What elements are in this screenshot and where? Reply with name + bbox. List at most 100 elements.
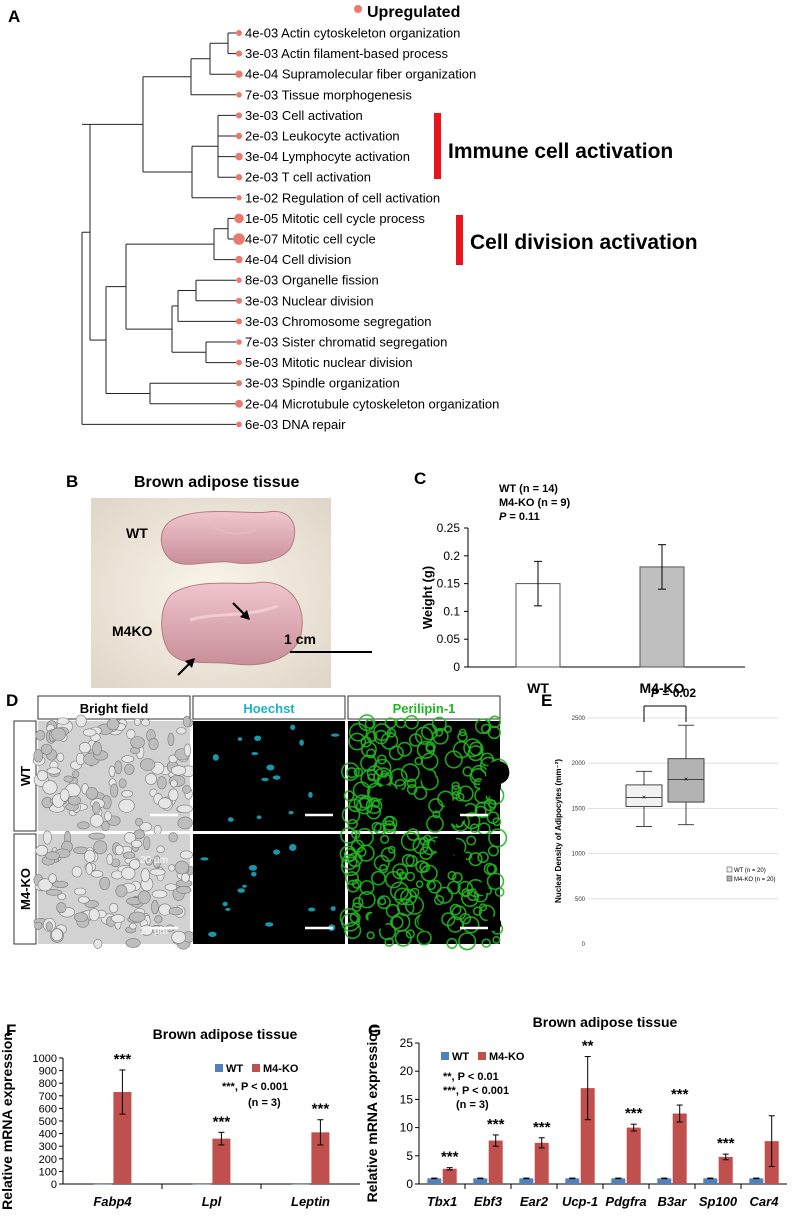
f-significance: *** xyxy=(213,1113,231,1130)
cell-blob xyxy=(140,718,151,727)
lipid-ring xyxy=(380,731,399,750)
lipid-ring xyxy=(427,879,442,894)
lipid-ring xyxy=(384,870,403,889)
g-bar-ko xyxy=(442,1168,457,1184)
go-term-label: Mitotic cell cycle xyxy=(278,232,376,247)
nucleus-dot xyxy=(265,922,274,927)
cell-blob xyxy=(183,743,192,757)
micro-tile-bg xyxy=(193,721,345,831)
g-significance: *** xyxy=(533,1119,551,1136)
f-y-tick-label: 300 xyxy=(39,1141,57,1153)
lipid-ring xyxy=(488,828,508,848)
cell-blob xyxy=(181,872,190,883)
g-bar-wt xyxy=(703,1178,718,1184)
cell-blob xyxy=(63,775,74,783)
panel-b-letter: B xyxy=(66,472,78,491)
lipid-ring xyxy=(404,895,425,915)
cell-blob xyxy=(129,911,146,923)
go-term-label: Nuclear division xyxy=(278,293,373,308)
row-header-wt-text: WT xyxy=(18,766,33,786)
dark-region xyxy=(475,882,489,895)
lipid-ring xyxy=(376,754,387,765)
c-category-label: M4-KO xyxy=(639,680,684,696)
g-y-tick-label: 0 xyxy=(406,1177,413,1191)
col-header-hoechst-text: Hoechst xyxy=(243,701,295,716)
nucleus-dot xyxy=(208,931,217,937)
cell-blob xyxy=(168,788,179,802)
go-term-pvalue: 3e-03 xyxy=(245,293,278,308)
nucleus-dot xyxy=(290,724,296,731)
lipid-ring xyxy=(348,732,367,751)
cell-blob xyxy=(118,778,127,789)
hoechst-image xyxy=(193,834,345,944)
go-term-pvalue: 4e-04 xyxy=(245,252,278,267)
lipid-ring xyxy=(360,768,380,789)
nucleus-dot xyxy=(251,871,257,877)
cell-blob xyxy=(176,727,187,735)
f-note-1: ***, P < 0.001 xyxy=(222,1081,288,1093)
go-term-dot xyxy=(236,339,242,345)
g-bar-ko xyxy=(718,1156,733,1184)
panel-g-letter: G xyxy=(368,1021,381,1040)
e-y-tick-label: 1500 xyxy=(572,806,586,812)
wt-photo-label: WT xyxy=(126,525,148,541)
cell-blob xyxy=(35,729,46,741)
lipid-ring xyxy=(359,880,375,896)
lipid-ring xyxy=(421,723,438,741)
go-term-label: Actin cytoskeleton organization xyxy=(278,26,460,41)
nucleus-dot xyxy=(237,737,243,741)
cell-blob xyxy=(182,785,192,794)
panel-d-letter: D xyxy=(6,691,18,710)
nucleus-dot xyxy=(308,791,313,798)
lipid-ring xyxy=(384,937,394,947)
nucleus-dot xyxy=(222,901,228,907)
g-category-label: Ear2 xyxy=(520,1194,549,1209)
lipid-ring xyxy=(351,902,362,912)
go-term-row: 2e-04 Microtubule cytoskeleton organizat… xyxy=(245,396,499,411)
cell-blob xyxy=(114,844,124,856)
col-header-hoechst xyxy=(192,695,346,720)
g-bar-wt xyxy=(749,1178,764,1184)
lipid-ring xyxy=(487,725,502,740)
lipid-ring xyxy=(387,845,396,854)
lipid-ring xyxy=(441,912,456,927)
g-bar-ko xyxy=(580,1088,595,1184)
lipid-ring xyxy=(478,903,488,912)
nucleus-dot xyxy=(251,752,259,756)
cell-blob xyxy=(93,840,108,855)
nucleus-dot xyxy=(307,907,316,912)
col-header-bright-text: Bright field xyxy=(80,701,149,716)
dark-region xyxy=(434,833,459,858)
cell-blob xyxy=(79,742,91,754)
cell-blob xyxy=(177,816,193,830)
lipid-ring xyxy=(404,714,419,730)
c-y-tick-label: 0.2 xyxy=(443,549,460,563)
cell-blob xyxy=(176,885,192,894)
cell-blob xyxy=(110,783,119,798)
cell-blob xyxy=(171,930,187,944)
division-group-bar xyxy=(456,215,463,265)
f-y-tick-label: 0 xyxy=(51,1179,57,1191)
cell-blob xyxy=(125,938,141,949)
cell-blob xyxy=(101,821,110,832)
cell-blob xyxy=(77,821,90,830)
g-bar-ko xyxy=(672,1113,687,1184)
nucleus-dot xyxy=(254,735,262,742)
lipid-ring xyxy=(389,768,408,787)
panel-c-chart: C WT (n = 14) M4-KO (n = 9) P = 0.11 00.… xyxy=(414,469,745,696)
go-term-dot xyxy=(236,359,242,366)
cell-blob xyxy=(168,864,176,872)
go-term-pvalue: 3e-04 xyxy=(245,149,278,164)
e-legend-ko: M4-KO (n = 20) xyxy=(734,877,776,883)
photo-scale-label: 1 cm xyxy=(284,631,316,647)
cell-blob xyxy=(42,830,52,845)
f-y-tick-label: 400 xyxy=(39,1129,57,1141)
go-term-label: Microtubule cytoskeleton organization xyxy=(278,396,499,411)
lipid-ring xyxy=(447,870,457,881)
lipid-ring xyxy=(414,726,434,745)
dark-region xyxy=(368,910,387,930)
lipid-ring xyxy=(477,851,489,864)
f-plot-area: 01002003004005006007008009001000Relative… xyxy=(0,1032,360,1210)
panel-g-chart: G Brown adipose tissue 0510152025Relativ… xyxy=(364,1014,787,1209)
